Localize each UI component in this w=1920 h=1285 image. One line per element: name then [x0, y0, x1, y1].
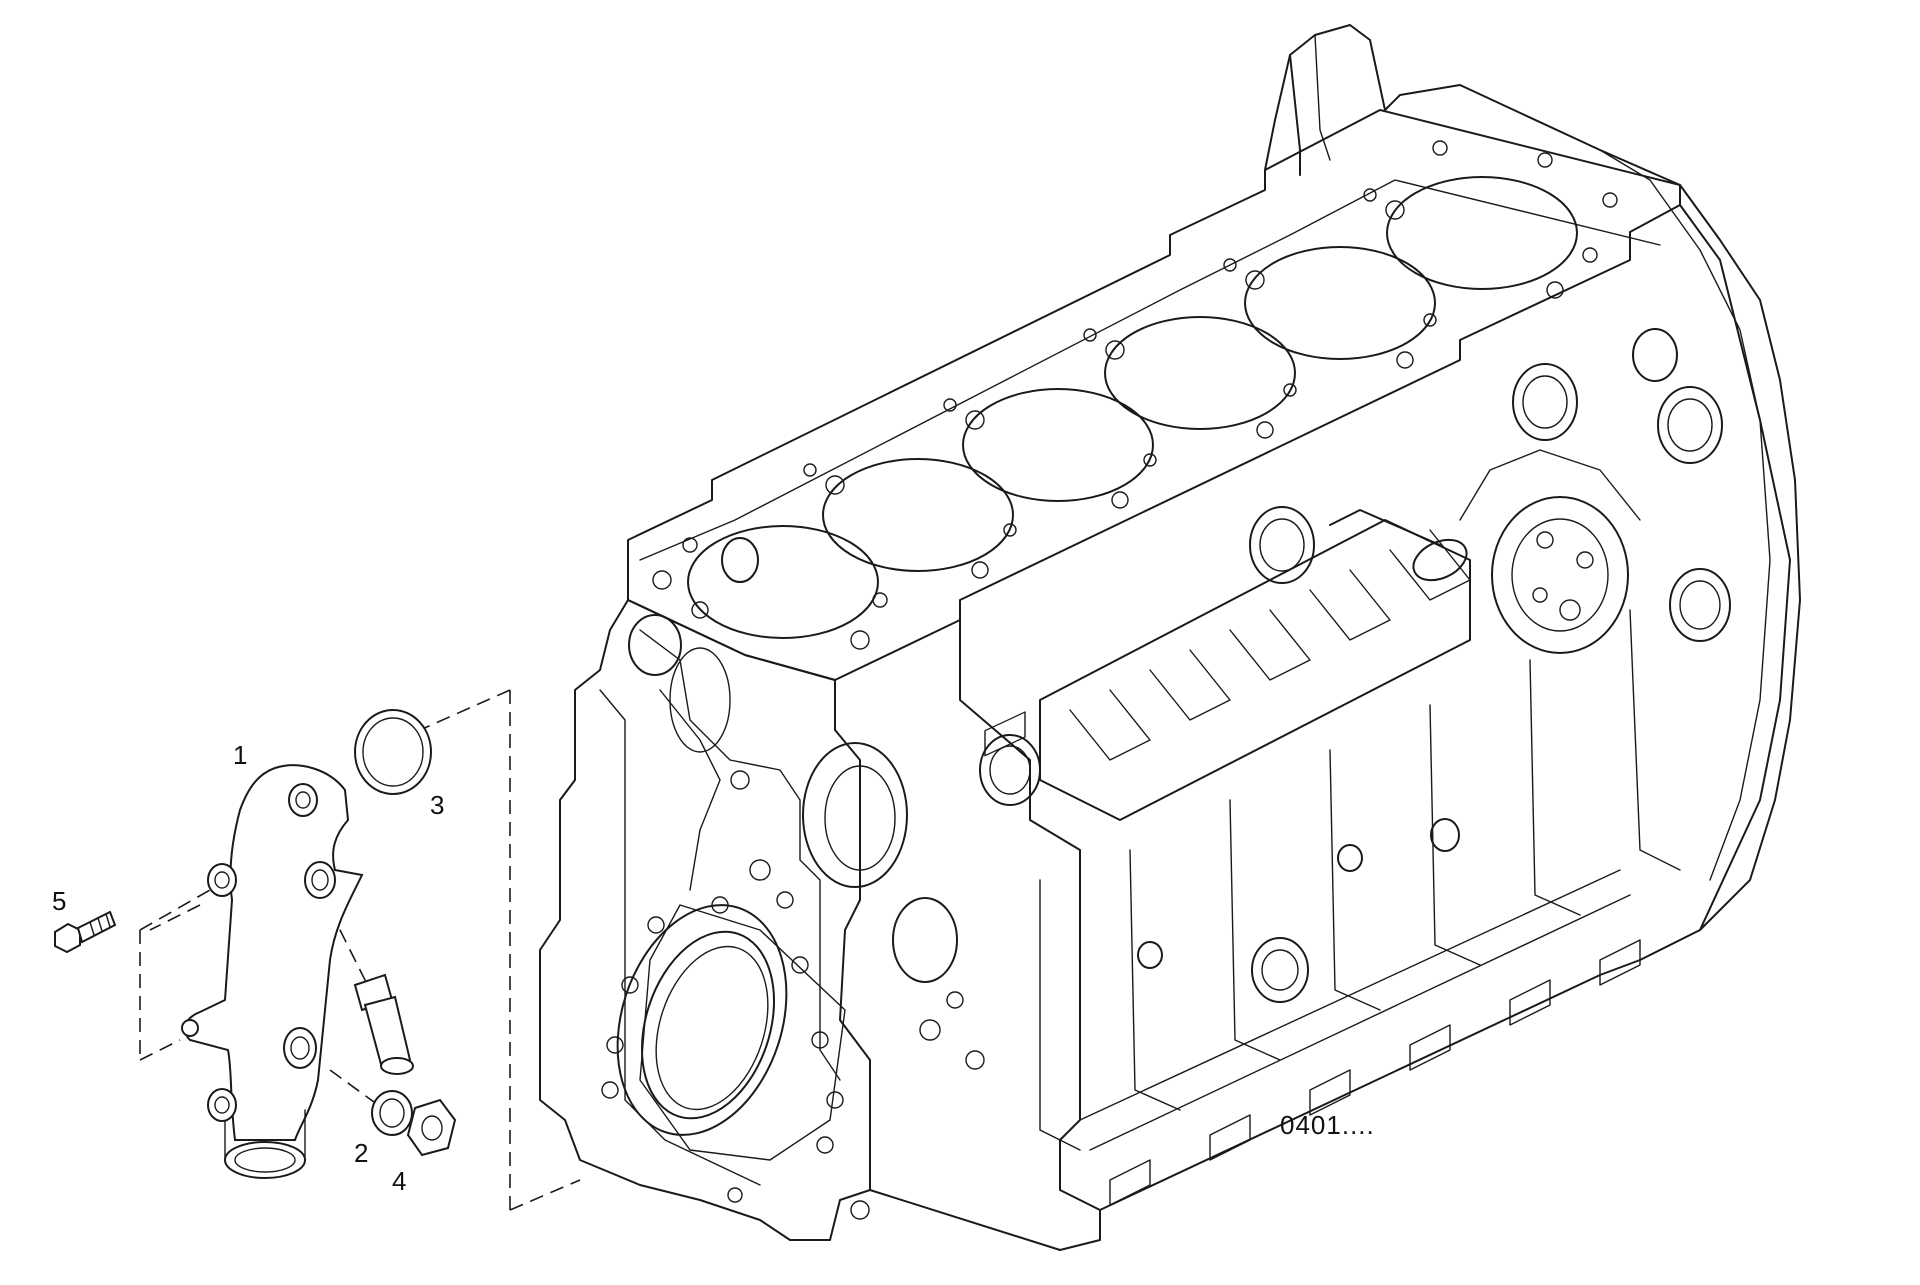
skirt-feet	[984, 711, 1641, 1206]
callout-part-4: 4	[392, 1166, 407, 1196]
oil-cooler-mount	[1459, 449, 1641, 654]
callout-part-5: 5	[52, 886, 67, 916]
side-ports	[979, 328, 1731, 1003]
callout-part-3: 3	[430, 790, 445, 820]
tappet-gallery	[1039, 509, 1471, 821]
callout-part-1: 1	[233, 740, 248, 770]
cylinder-bores	[687, 176, 1578, 639]
cylinder-head-deck	[627, 109, 1681, 681]
part-3-o-ring	[354, 709, 432, 795]
sensor-fitting	[353, 973, 414, 1075]
part-2-washer	[371, 1090, 413, 1136]
part-1-water-pipe	[181, 764, 364, 1179]
rear-housing	[1384, 84, 1801, 931]
engine-block	[539, 24, 1801, 1251]
front-face	[539, 599, 871, 1241]
main-bearing-bulkheads	[1039, 609, 1681, 1151]
front-flange-bolts	[601, 896, 870, 1220]
side-face	[959, 619, 1101, 1211]
part-4-plug	[406, 1098, 457, 1157]
crankshaft-seal	[616, 904, 846, 1161]
part-5-bolt	[54, 910, 117, 954]
diagram-reference-code: 0401....	[1280, 1110, 1375, 1140]
deck-holes	[652, 140, 1618, 650]
callout-part-2: 2	[354, 1138, 369, 1168]
